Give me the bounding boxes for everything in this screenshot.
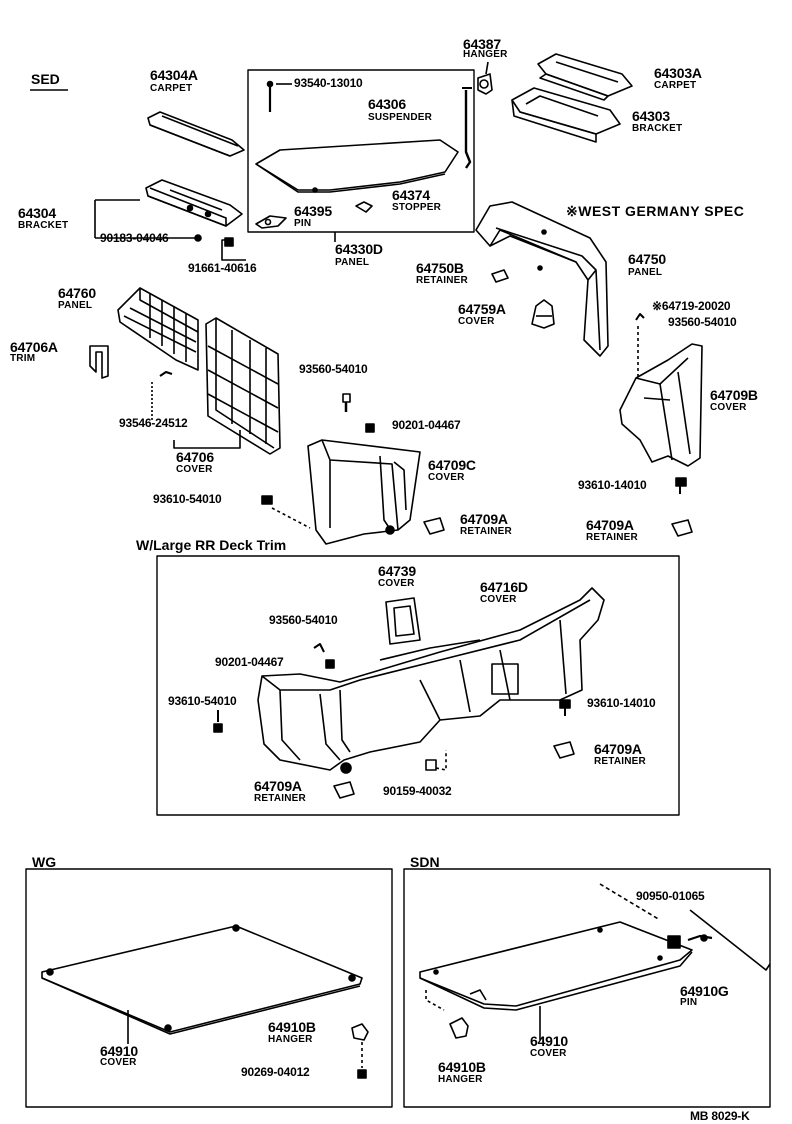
part-64304a-number: 64304A [150, 67, 198, 83]
carpet-64304a-drawing [147, 111, 245, 157]
part-93610c-number: 93610-54010 [168, 694, 237, 708]
part-64759a-name: COVER [458, 316, 495, 327]
part-64303-number: 64303 [632, 108, 670, 124]
part-64739-number: 64739 [378, 563, 416, 579]
part-91661-number: 91661-40616 [188, 261, 257, 275]
part-64760-number: 64760 [58, 285, 96, 301]
part-64709a1-name: RETAINER [460, 526, 512, 537]
diagram-code: MB 8029-K [690, 1109, 750, 1123]
cover-64910-wg-drawing [41, 924, 363, 1035]
part-90201a-number: 90201-04467 [392, 418, 461, 432]
part-64330d-number: 64330D [335, 241, 383, 257]
part-64709a2-number: 64709A [586, 517, 634, 533]
part-90183-number: 90183-04046 [100, 231, 169, 245]
part-64910g-name: PIN [680, 997, 698, 1008]
cover-64709c-drawing [307, 439, 421, 545]
part-90201b-number: 90201-04467 [215, 655, 284, 669]
part-93540-number: 93540-13010 [294, 76, 363, 90]
part-93546-number: 93546-24512 [119, 416, 188, 430]
cover-64709b-drawing [619, 343, 703, 467]
part-64750-number: 64750 [628, 251, 666, 267]
part-93560a-number: 93560-54010 [668, 315, 737, 329]
part-64709c-number: 64709C [428, 457, 476, 473]
part-64750-name: PANEL [628, 267, 663, 278]
part-64303-name: BRACKET [632, 123, 683, 134]
part-64304-number: 64304 [18, 205, 56, 221]
part-64709a3-name: RETAINER [594, 756, 646, 767]
section-wg: WG [32, 854, 57, 870]
part-64706a-name: TRIM [10, 353, 36, 364]
part-93560b-number: 93560-54010 [299, 362, 368, 376]
part-64387-name: HANGER [463, 49, 508, 60]
part-64709a1-number: 64709A [460, 511, 508, 527]
part-64750b-number: 64750B [416, 260, 464, 276]
part-64387-number: 64387 [463, 36, 501, 52]
part-90269-number: 90269-04012 [241, 1065, 310, 1079]
bracket-64303-drawing [511, 87, 621, 143]
part-64306-number: 64306 [368, 96, 406, 112]
cover-64706-drawing [205, 317, 281, 455]
part-64706-name: COVER [176, 464, 213, 475]
part-64910g-number: 64910G [680, 983, 729, 999]
part-93610a-number: 93610-14010 [578, 478, 647, 492]
part-64706a-number: 64706A [10, 339, 58, 355]
part-64910b-sdn-name: HANGER [438, 1074, 483, 1085]
part-64395-name: PIN [294, 218, 312, 229]
part-64910b-sdn-number: 64910B [438, 1059, 486, 1075]
part-64910-wg-name: COVER [100, 1057, 137, 1068]
part-64709a4-number: 64709A [254, 778, 302, 794]
part-64760-name: PANEL [58, 300, 93, 311]
bracket-64304-drawing [145, 179, 243, 227]
section-sdn: SDN [410, 854, 440, 870]
part-64716d-number: 64716D [480, 579, 528, 595]
part-64750b-name: RETAINER [416, 275, 468, 286]
part-64330d-name: PANEL [335, 257, 370, 268]
part-64910-wg-number: 64910 [100, 1043, 138, 1059]
part-93560c-number: 93560-54010 [269, 613, 338, 627]
part-64709c-name: COVER [428, 472, 465, 483]
part-64709a2-name: RETAINER [586, 532, 638, 543]
part-64709b-number: 64709B [710, 387, 758, 403]
part-64716d-name: COVER [480, 594, 517, 605]
part-64706-number: 64706 [176, 449, 214, 465]
part-64910-sdn-name: COVER [530, 1048, 567, 1059]
part-64759a-number: 64759A [458, 301, 506, 317]
part-64910b-wg-number: 64910B [268, 1019, 316, 1035]
part-64910b-wg-name: HANGER [268, 1034, 313, 1045]
part-64304-name: BRACKET [18, 220, 69, 231]
part-93610d-number: 93610-14010 [587, 696, 656, 710]
part-64719-number: ※64719-20020 [652, 299, 731, 313]
part-64306-name: SUSPENDER [368, 112, 433, 123]
panel-64750-drawing [475, 201, 609, 357]
part-64709a4-name: RETAINER [254, 793, 306, 804]
section-sed: SED [31, 71, 60, 87]
part-64709a3-number: 64709A [594, 741, 642, 757]
part-64910-sdn-number: 64910 [530, 1033, 568, 1049]
carpet-64303a-drawing [537, 53, 633, 101]
part-90159-number: 90159-40032 [383, 784, 452, 798]
section-west-germany: ※WEST GERMANY SPEC [566, 203, 745, 219]
section-large-rr: W/Large RR Deck Trim [136, 537, 287, 553]
part-64709b-name: COVER [710, 402, 747, 413]
part-90950-number: 90950-01065 [636, 889, 705, 903]
panel-64760-drawing [117, 287, 199, 371]
cover-64910-sdn-drawing [419, 921, 693, 1011]
part-64303a-number: 64303A [654, 65, 702, 81]
part-93610b-number: 93610-54010 [153, 492, 222, 506]
part-64304a-name: CARPET [150, 83, 193, 94]
part-64395-number: 64395 [294, 203, 332, 219]
part-64303a-name: CARPET [654, 80, 697, 91]
part-64374-name: STOPPER [392, 202, 442, 213]
part-64739-name: COVER [378, 578, 415, 589]
part-64374-number: 64374 [392, 187, 430, 203]
cover-64716d-drawing [257, 587, 605, 774]
